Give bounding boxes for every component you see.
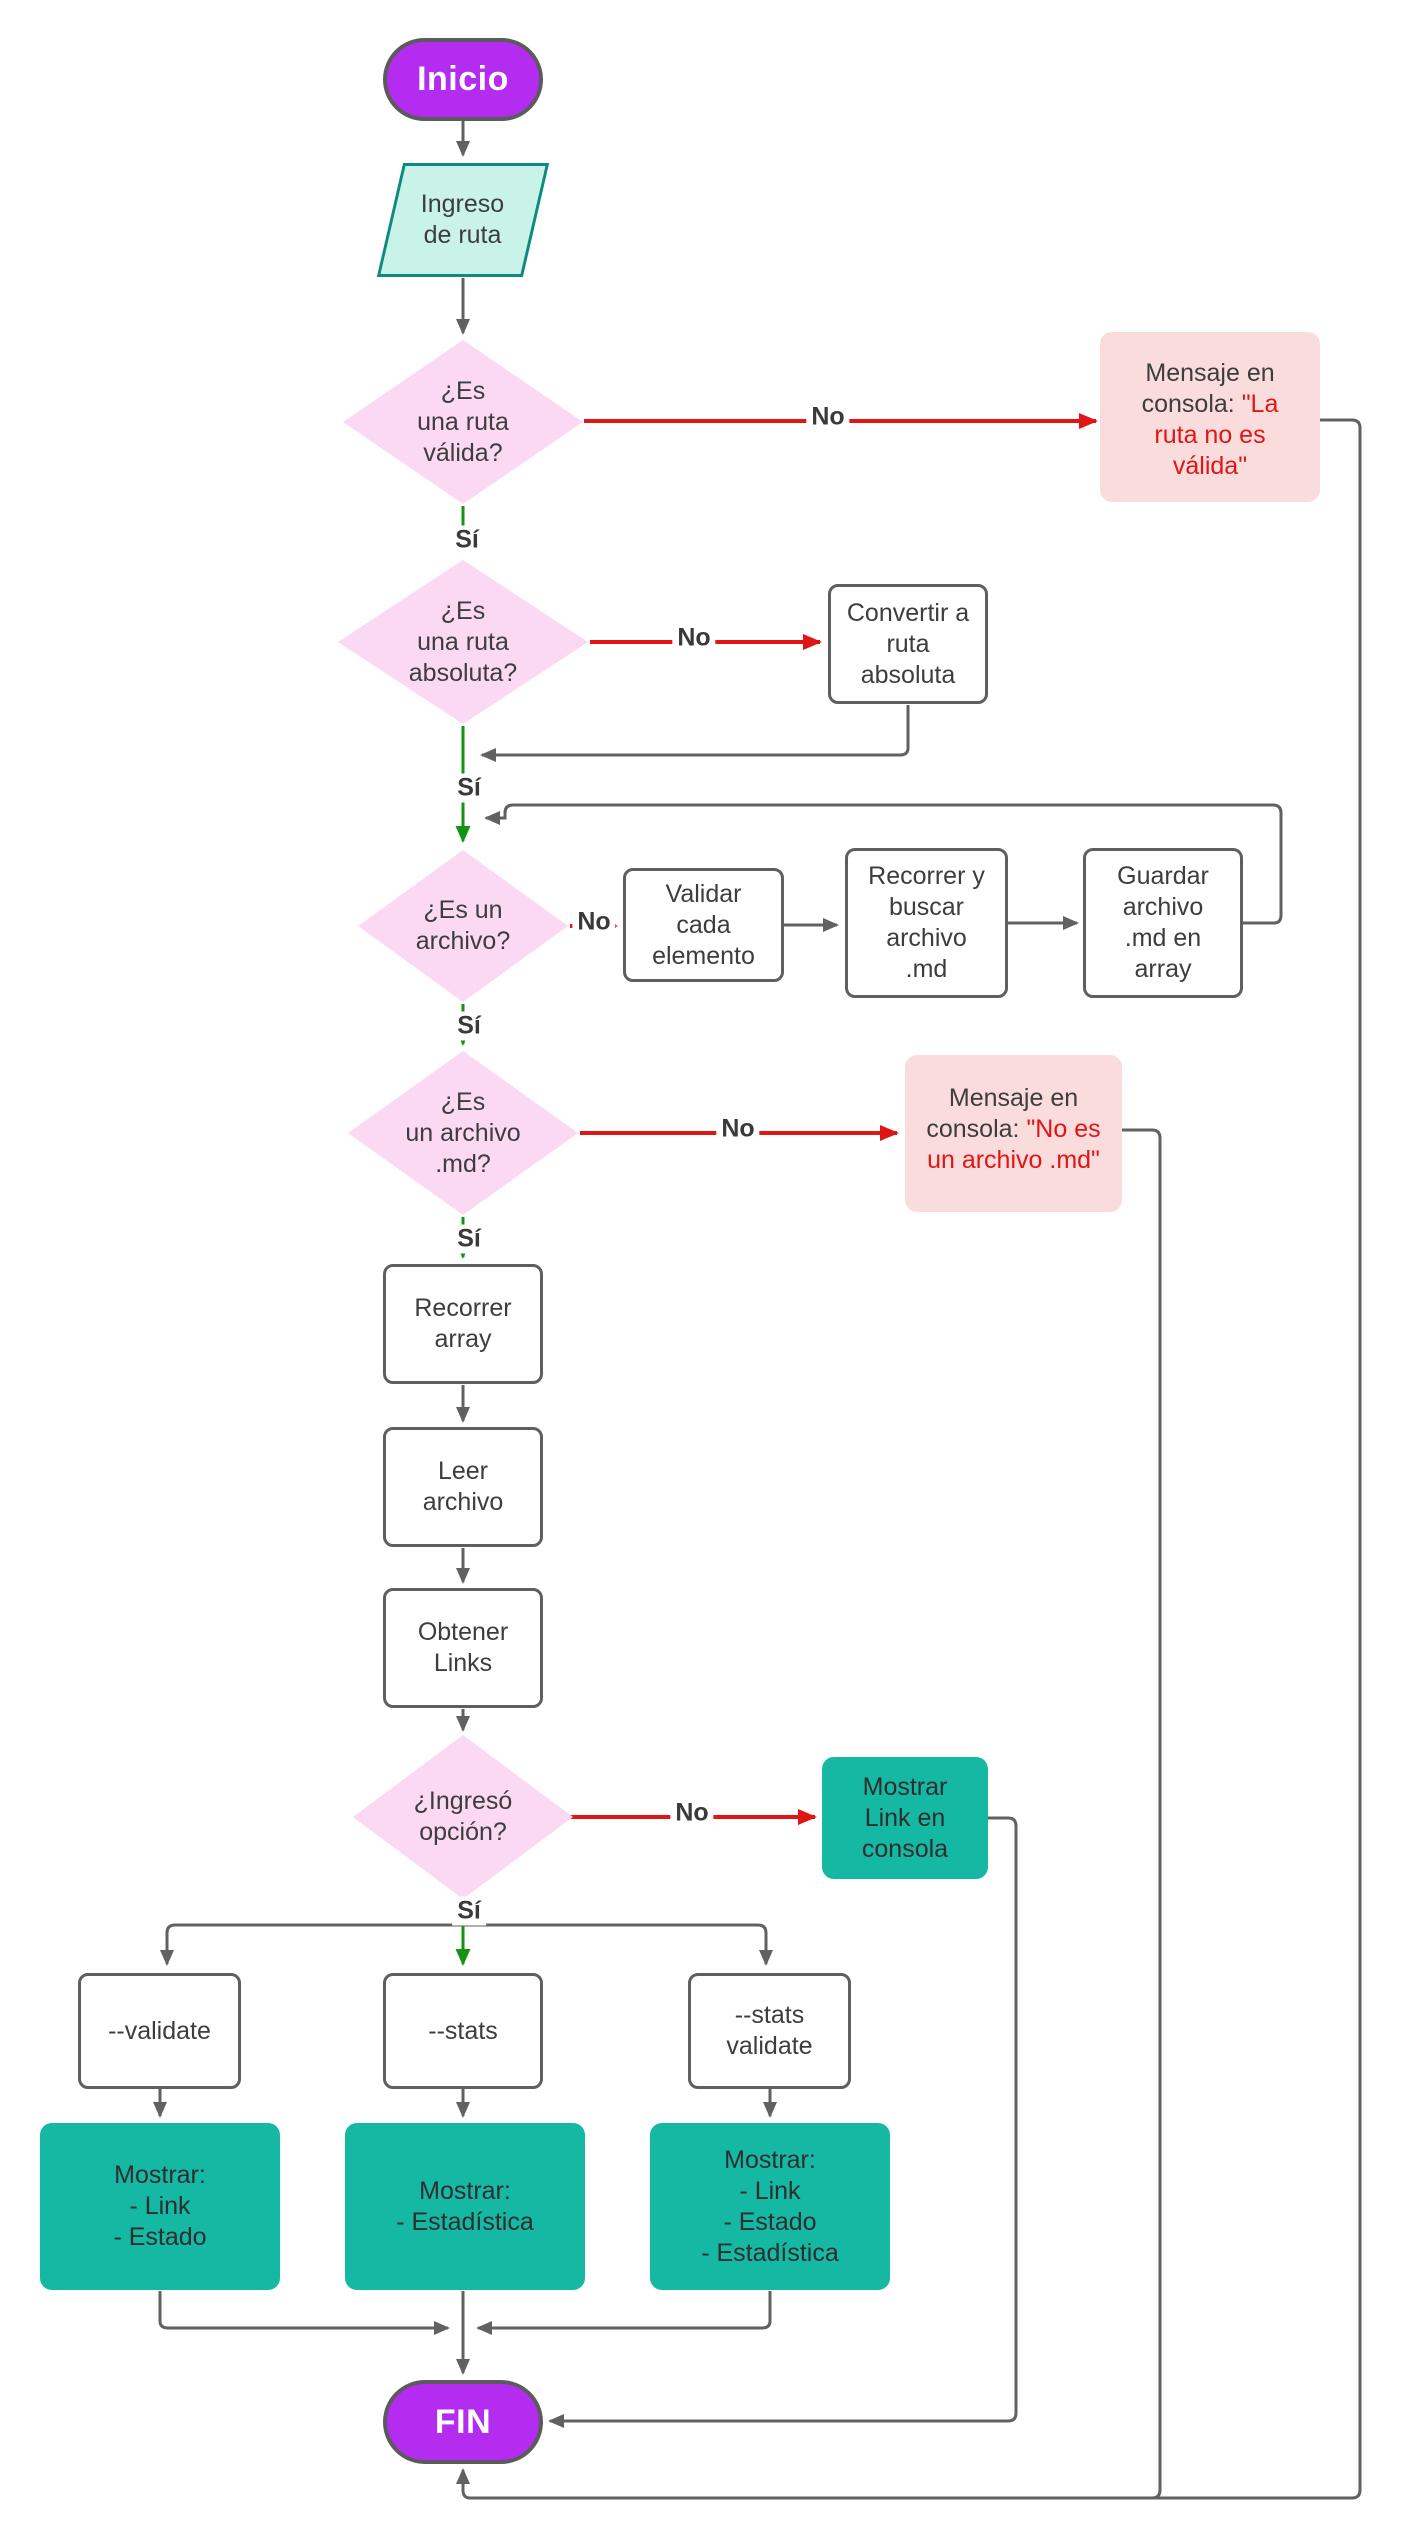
process-label: --stats xyxy=(428,2016,498,2045)
process-line: archivo xyxy=(1122,893,1204,921)
decision-line: archivo? xyxy=(415,927,511,955)
label-no-hasoption: No xyxy=(670,1798,714,1828)
output-line: Link en xyxy=(864,1803,946,1832)
label-yes-isabsolute: Sí xyxy=(452,773,486,803)
output-line: Mostrar: xyxy=(419,2176,511,2205)
process-opt-stats-validate: --stats validate xyxy=(688,1973,851,2089)
end-label: FIN xyxy=(434,2402,492,2441)
process-line: Convertir a xyxy=(846,598,970,627)
output-line: - Estado xyxy=(113,2223,207,2251)
message-prefix: Mensaje en consola: xyxy=(1141,359,1275,418)
input-line: de ruta xyxy=(423,221,502,249)
edge-split-left xyxy=(160,1923,463,1966)
end-terminator: FIN xyxy=(383,2380,543,2464)
process-line: .md en xyxy=(1124,924,1202,952)
output-line: - Estadística xyxy=(396,2207,534,2236)
edge-outright-merge xyxy=(476,2291,772,2335)
input-parallelogram: Ingreso de ruta xyxy=(385,163,540,277)
message-quote: "La ruta no es válida" xyxy=(1154,390,1279,480)
process-get-links: Obtener Links xyxy=(383,1588,543,1708)
decision-line: ¿Es un xyxy=(423,896,503,924)
output-line: Mostrar: xyxy=(724,2145,816,2174)
input-line: Ingreso xyxy=(420,190,505,218)
process-opt-stats: --stats xyxy=(383,1973,543,2089)
edge-msgnotmd-to-fin xyxy=(468,1128,1162,2500)
process-label: --validate xyxy=(108,2016,211,2045)
process-line: cada xyxy=(676,910,731,939)
start-terminator: Inicio xyxy=(383,38,543,121)
edge-save-loopback xyxy=(484,803,1283,925)
message-quote: "No es un archivo .md" xyxy=(927,1115,1101,1174)
output-line: Mostrar xyxy=(862,1772,948,1801)
process-line: Recorrer xyxy=(414,1294,512,1322)
decision-line: absoluta? xyxy=(408,658,518,687)
message-invalid-path: Mensaje en consola: "La ruta no es válid… xyxy=(1100,332,1320,502)
output-stats-validate: Mostrar: - Link - Estado - Estadística xyxy=(650,2123,890,2290)
edge-split-right xyxy=(463,1923,773,1966)
output-line: Mostrar: xyxy=(114,2161,206,2189)
process-loop-array: Recorrer array xyxy=(383,1264,543,1384)
edge-outleft-merge xyxy=(158,2291,450,2335)
process-line: Obtener xyxy=(417,1618,509,1646)
output-show-link-console: Mostrar Link en consola xyxy=(822,1757,988,1879)
process-opt-validate: --validate xyxy=(78,1973,241,2089)
edge-msginvalid-to-fin xyxy=(468,418,1362,2500)
process-line: Links xyxy=(433,1649,493,1677)
message-not-md: Mensaje en consola: "No es un archivo .m… xyxy=(905,1055,1122,1212)
output-validate: Mostrar: - Link - Estado xyxy=(40,2123,280,2290)
process-save-md-array: Guardar archivo .md en array xyxy=(1083,848,1243,998)
process-line: array xyxy=(434,1325,492,1353)
output-line: - Link xyxy=(129,2192,191,2220)
output-line: - Estadística xyxy=(701,2238,839,2267)
process-line: Validar xyxy=(665,879,742,908)
decision-line: ¿Ingresó xyxy=(413,1787,513,1815)
decision-line: una ruta xyxy=(417,627,509,656)
decision-line: .md? xyxy=(435,1149,491,1178)
output-line: - Estado xyxy=(723,2207,817,2236)
label-yes-hasoption: Sí xyxy=(452,1896,486,1926)
decision-line: una ruta xyxy=(417,407,509,436)
label-yes-ismd: Sí xyxy=(452,1224,486,1254)
label-no-isfile: No xyxy=(572,907,616,937)
process-line: Guardar xyxy=(1117,862,1209,890)
process-line: Leer xyxy=(437,1457,489,1485)
process-line: --stats xyxy=(734,2001,805,2029)
process-line: .md xyxy=(905,955,948,983)
decision-line: opción? xyxy=(419,1818,507,1846)
edge-bottom-riser-fin xyxy=(456,2468,471,2500)
process-line: archivo xyxy=(886,924,967,952)
process-line: absoluta xyxy=(860,660,956,689)
decision-line: válida? xyxy=(423,438,503,467)
decision-line: ¿Es xyxy=(440,376,486,405)
process-search-md: Recorrer y buscar archivo .md xyxy=(845,848,1008,998)
process-read-file: Leer archivo xyxy=(383,1427,543,1547)
label-no-isabsolute: No xyxy=(672,623,716,653)
output-line: - Link xyxy=(739,2176,801,2205)
label-yes-isvalid: Sí xyxy=(450,525,484,555)
label-no-isvalid: No xyxy=(806,402,850,432)
process-line: array xyxy=(1134,955,1192,983)
process-line: ruta xyxy=(886,629,930,658)
label-no-ismd: No xyxy=(716,1114,760,1144)
process-convert-absolute: Convertir a ruta absoluta xyxy=(828,584,988,704)
process-line: Recorrer y xyxy=(868,862,985,890)
process-line: validate xyxy=(726,2032,813,2060)
process-line: archivo xyxy=(422,1488,504,1516)
decision-line: ¿Es xyxy=(440,596,486,625)
edge-showlink-to-fin xyxy=(548,1816,1018,2428)
decision-line: un archivo xyxy=(405,1118,521,1147)
output-stats: Mostrar: - Estadística xyxy=(345,2123,585,2290)
label-yes-isfile: Sí xyxy=(452,1011,486,1041)
edge-convert-merge xyxy=(480,705,910,762)
process-line: elemento xyxy=(652,941,755,970)
decision-line: ¿Es xyxy=(440,1087,486,1116)
start-label: Inicio xyxy=(417,60,509,99)
process-line: buscar xyxy=(888,893,965,921)
message-prefix: Mensaje en consola: xyxy=(926,1084,1079,1143)
process-validate-each: Validar cada elemento xyxy=(623,868,784,982)
output-line: consola xyxy=(861,1834,949,1863)
